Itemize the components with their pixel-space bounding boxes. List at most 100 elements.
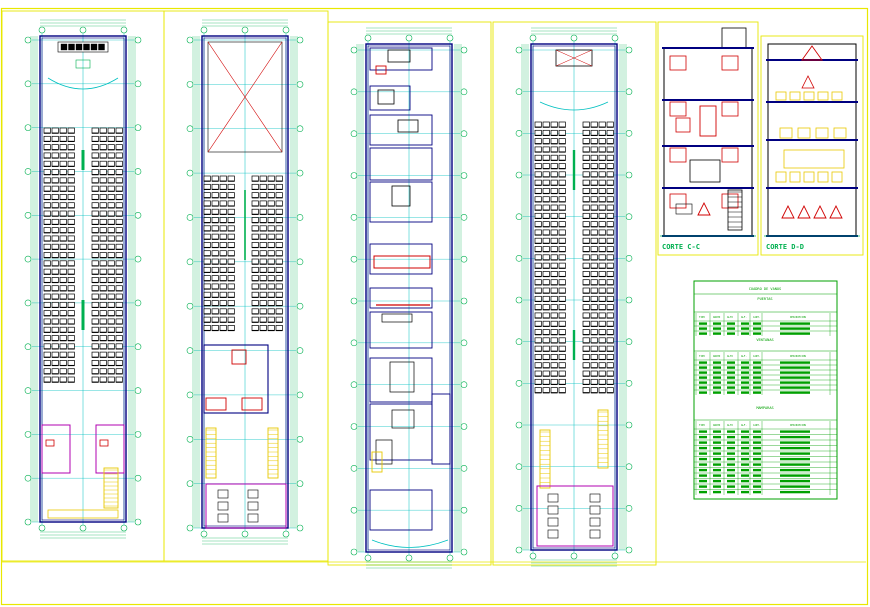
seat [219, 225, 227, 232]
floor-plan-1 [24, 19, 142, 539]
seat [51, 227, 59, 234]
seat [99, 360, 107, 367]
seat [115, 127, 123, 134]
seat [99, 368, 107, 375]
wc-stall [589, 529, 601, 539]
grid-bubble [282, 26, 290, 34]
seat [43, 343, 51, 350]
seat [598, 304, 606, 311]
schedule-cell-fill [699, 485, 707, 488]
seat [43, 301, 51, 308]
seat [606, 254, 614, 261]
seat [115, 160, 123, 167]
seat [598, 378, 606, 385]
seat [534, 279, 542, 286]
seat [542, 279, 550, 286]
seat [542, 196, 550, 203]
schedule-cell-fill [741, 322, 749, 325]
grid-bubble [460, 88, 468, 96]
seat [582, 329, 590, 336]
grid-bubble [134, 431, 142, 438]
schedule-cell-fill [753, 474, 761, 477]
seat [550, 163, 558, 170]
seat [43, 326, 51, 333]
seat [590, 287, 598, 294]
seat [582, 345, 590, 352]
schedule-cell-fill [713, 485, 721, 488]
seat [115, 268, 123, 275]
seat [267, 233, 275, 240]
grid-bubble [120, 26, 128, 34]
seat [550, 378, 558, 385]
grid-bubble [460, 339, 468, 347]
seat [67, 169, 75, 176]
seat [590, 146, 598, 153]
seat [606, 345, 614, 352]
seat [259, 258, 267, 265]
seat [542, 295, 550, 302]
seat [251, 200, 259, 207]
seat [606, 171, 614, 178]
seat [606, 378, 614, 385]
seating-row [803, 171, 815, 183]
seat [550, 196, 558, 203]
seat [219, 266, 227, 273]
seat [211, 217, 219, 224]
seat [43, 144, 51, 151]
seat [99, 376, 107, 383]
seat [598, 345, 606, 352]
seat [219, 300, 227, 307]
schedule-cell-fill [753, 332, 761, 335]
seat [51, 152, 59, 159]
wc-stall [589, 517, 601, 527]
seat [606, 320, 614, 327]
seat [43, 177, 51, 184]
seat [542, 179, 550, 186]
seat [582, 279, 590, 286]
schedule-cell-fill [753, 361, 761, 364]
seat [203, 258, 211, 265]
grid-bubble [515, 88, 523, 95]
seat [91, 235, 99, 242]
seat [558, 171, 566, 178]
schedule-cell-fill [727, 446, 735, 450]
seating-section [779, 127, 793, 139]
seat [598, 337, 606, 344]
seat [227, 242, 235, 249]
seat [99, 169, 107, 176]
seat [275, 175, 283, 182]
schedule-cell-fill [699, 479, 707, 483]
seat [227, 217, 235, 224]
seat [534, 196, 542, 203]
seat [251, 308, 259, 315]
seat [558, 237, 566, 244]
grid-bubble [529, 552, 537, 560]
seat [203, 308, 211, 315]
seat [590, 320, 598, 327]
wc-stall [589, 493, 601, 503]
schedule-cell-fill [753, 376, 761, 379]
grid-bubble [515, 255, 523, 262]
grid-bubble [570, 34, 578, 42]
seat [275, 291, 283, 298]
booth-cross [555, 49, 593, 67]
seat [91, 218, 99, 225]
seat [558, 262, 566, 269]
seat [558, 212, 566, 219]
grid-bubble [24, 387, 32, 394]
seat [582, 254, 590, 261]
schedule-title: CUADRO DE VANOS [749, 287, 781, 291]
seat [43, 135, 51, 142]
grid-bubble [134, 474, 142, 482]
grid-bubble [625, 88, 633, 95]
booth-room [203, 344, 269, 414]
schedule-cell-fill [741, 474, 749, 477]
schedule-description-fill [780, 463, 810, 466]
seat [227, 250, 235, 257]
seat [67, 260, 75, 267]
entry-threshold [47, 509, 119, 519]
seat [51, 351, 59, 358]
seat [558, 304, 566, 311]
schedule-cell-fill [727, 490, 735, 494]
grid-bubble [405, 34, 413, 42]
